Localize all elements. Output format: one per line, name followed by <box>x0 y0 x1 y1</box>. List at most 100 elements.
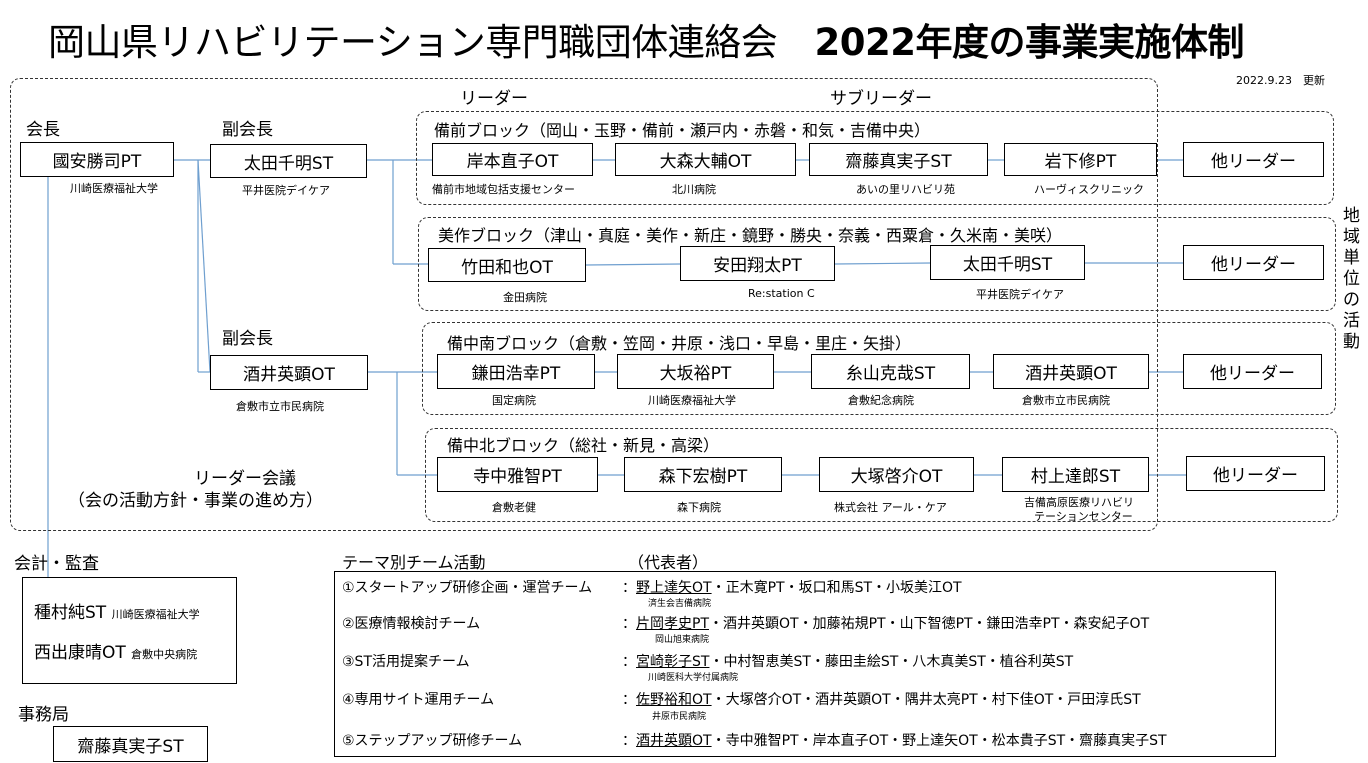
bizen-member-2: 大森大輔OT <box>615 143 796 176</box>
team-3-others: ・中村智恵美ST・藤田圭絵ST・八木真美ST・植谷利英ST <box>709 654 1074 670</box>
team-2-rep-aff: 岡山旭東病院 <box>655 635 710 645</box>
bicchu-north-other-leader: 他リーダー <box>1186 456 1325 491</box>
block-title-mimasaka: 美作ブロック（津山・真庭・美作・新庄・鏡野・勝央・奈義・西粟倉・久米南・美咲） <box>438 226 1063 245</box>
accounting-member-2-aff: 倉敷中央病院 <box>131 648 198 661</box>
leader-meeting-desc: （会の活動方針・事業の進め方） <box>68 491 323 511</box>
bicchu-north-member-1: 寺中雅智PT <box>437 457 598 492</box>
team-4-rep: 佐野裕和OT <box>636 692 712 708</box>
bizen-other-leader: 他リーダー <box>1183 142 1324 177</box>
team-2-members: ：片岡孝史PT・酒井英顕OT・加藤祐規PT・山下智徳PT・鎌田浩幸PT・森安紀子… <box>622 613 1149 633</box>
team-1-others: ・正木寛PT・坂口和馬ST・小坂美江OT <box>711 580 962 596</box>
block-frame-mimasaka <box>418 217 1336 311</box>
mimasaka-other-leader: 他リーダー <box>1183 245 1324 280</box>
block-frame-bicchu-south <box>422 322 1336 415</box>
bizen-member-1: 岸本直子OT <box>432 143 593 176</box>
vp2-label: 副会長 <box>222 329 273 349</box>
team-2-others: ・酒井英顕OT・加藤祐規PT・山下智徳PT・鎌田浩幸PT・森安紀子OT <box>709 616 1150 632</box>
leader-label: リーダー <box>460 89 528 109</box>
president-affiliation: 川崎医療福祉大学 <box>70 182 158 195</box>
mimasaka-member-3: 太田千明ST <box>930 245 1085 280</box>
bicchu-north-member-1-aff: 倉敷老健 <box>492 501 536 514</box>
team-4-name: ④専用サイト運用チーム <box>342 692 495 708</box>
bicchu-south-member-3: 糸山克哉ST <box>811 354 970 389</box>
mimasaka-member-2: 安田翔太PT <box>680 246 835 281</box>
mimasaka-member-3-aff: 平井医院デイケア <box>976 288 1064 301</box>
bicchu-south-member-1: 鎌田浩幸PT <box>437 354 595 389</box>
office-box: 齋藤真実子ST <box>53 726 208 762</box>
bicchu-south-member-1-aff: 国定病院 <box>492 394 536 407</box>
vp1-affiliation: 平井医院デイケア <box>242 184 330 197</box>
block-title-bicchu-south: 備中南ブロック（倉敷・笠岡・井原・浅口・早島・里庄・矢掛） <box>447 334 912 353</box>
team-3-rep-aff: 川崎医科大学付属病院 <box>648 673 739 683</box>
mimasaka-member-2-aff: Re:station C <box>748 287 815 300</box>
team-3-rep: 宮崎彰子ST <box>636 654 710 670</box>
team-5-rep: 酒井英顕OT <box>636 733 712 749</box>
bicchu-north-member-4: 村上達郎ST <box>1002 457 1149 492</box>
team-1-rep: 野上達矢OT <box>636 580 712 596</box>
accounting-member-1: 種村純ST 川崎医療福祉大学 <box>34 598 200 623</box>
team-2-rep: 片岡孝史PT <box>636 616 709 632</box>
bicchu-north-member-2: 森下宏樹PT <box>624 457 782 492</box>
team-3-sep: ： <box>622 654 636 670</box>
accounting-box <box>22 577 237 684</box>
office-label: 事務局 <box>18 705 69 725</box>
president-box: 國安勝司PT <box>20 142 174 177</box>
bicchu-north-member-3: 大塚啓介OT <box>819 457 974 492</box>
bicchu-south-member-3-aff: 倉敷紀念病院 <box>848 394 914 407</box>
vp1-label: 副会長 <box>222 120 273 140</box>
leader-meeting-label: リーダー会議 <box>194 469 296 489</box>
bicchu-south-other-leader: 他リーダー <box>1183 354 1322 389</box>
vp1-box: 太田千明ST <box>210 144 367 178</box>
team-3-members: ：宮崎彰子ST・中村智恵美ST・藤田圭絵ST・八木真美ST・植谷利英ST <box>622 651 1073 671</box>
team-5-name: ⑤ステップアップ研修チーム <box>342 733 523 749</box>
team-1-rep-aff: 済生会吉備病院 <box>648 599 712 609</box>
team-5-sep: ： <box>622 733 636 749</box>
team-4-others: ・大塚啓介OT・酒井英顕OT・隅井太亮PT・村下佳OT・戸田淳氏ST <box>711 692 1141 708</box>
bicchu-north-member-4-aff-2: テーションセンター <box>1034 510 1133 523</box>
page-title: 岡山県リハビリテーション専門職団体連絡会 2022年度の事業実施体制 <box>48 12 1245 66</box>
title-sub: 2022年度の事業実施体制 <box>814 21 1245 64</box>
bicchu-north-member-4-aff-1: 吉備高原医療リハビリ <box>1024 496 1134 509</box>
bicchu-south-member-4: 酒井英顕OT <box>993 354 1149 389</box>
title-main: 岡山県リハビリテーション専門職団体連絡会 <box>48 21 778 64</box>
bizen-member-4: 岩下修PT <box>1004 143 1157 176</box>
team-4-sep: ： <box>622 692 636 708</box>
team-2-name: ②医療情報検討チーム <box>342 616 481 632</box>
mimasaka-member-1-aff: 金田病院 <box>503 291 547 304</box>
regional-activity-label: 地域単位の活動 <box>1343 206 1360 352</box>
vp2-box: 酒井英顕OT <box>210 355 368 390</box>
block-frame-bicchu-north <box>425 428 1338 522</box>
bicchu-south-member-2-aff: 川崎医療福祉大学 <box>648 394 736 407</box>
accounting-member-1-name: 種村純ST <box>34 603 107 623</box>
teams-rep-heading: （代表者） <box>628 553 709 572</box>
team-2-sep: ： <box>622 616 636 632</box>
team-1-sep: ： <box>622 580 636 596</box>
bizen-member-3: 齋藤真実子ST <box>809 143 988 176</box>
team-5-others: ・寺中雅智PT・岸本直子OT・野上達矢OT・松本貴子ST・齋藤真実子ST <box>711 733 1167 749</box>
block-frame-bizen <box>416 111 1334 205</box>
bizen-member-3-aff: あいの里リハビリ苑 <box>856 183 955 196</box>
bizen-member-4-aff: ハーヴィスクリニック <box>1034 183 1144 196</box>
teams-box <box>334 571 1276 757</box>
block-title-bicchu-north: 備中北ブロック（総社・新見・高梁） <box>447 436 720 455</box>
block-title-bizen: 備前ブロック（岡山・玉野・備前・瀬戸内・赤磐・和気・吉備中央） <box>434 121 931 140</box>
updated-date: 2022.9.23 更新 <box>1236 74 1325 87</box>
leader-meeting-region <box>10 78 1158 531</box>
accounting-member-1-aff: 川崎医療福祉大学 <box>111 608 200 621</box>
accounting-member-2-name: 西出康晴OT <box>34 643 126 663</box>
teams-heading: テーマ別チーム活動 <box>342 553 486 572</box>
team-1-members: ：野上達矢OT・正木寛PT・坂口和馬ST・小坂美江OT <box>622 577 962 597</box>
bizen-member-1-aff: 備前市地域包括支援センター <box>432 183 575 196</box>
mimasaka-member-1: 竹田和也OT <box>428 248 586 282</box>
bizen-member-2-aff: 北川病院 <box>672 183 716 196</box>
team-4-members: ：佐野裕和OT・大塚啓介OT・酒井英顕OT・隅井太亮PT・村下佳OT・戸田淳氏S… <box>622 689 1141 709</box>
team-5-members: ：酒井英顕OT・寺中雅智PT・岸本直子OT・野上達矢OT・松本貴子ST・齋藤真実… <box>622 730 1167 750</box>
bicchu-south-member-4-aff: 倉敷市立市民病院 <box>1022 394 1110 407</box>
bicchu-south-member-2: 大坂裕PT <box>617 354 774 389</box>
accounting-member-2: 西出康晴OT 倉敷中央病院 <box>34 638 197 663</box>
bicchu-north-member-3-aff: 株式会社 アール・ケア <box>834 501 947 514</box>
team-1-name: ①スタートアップ研修企画・運営チーム <box>342 580 593 596</box>
team-4-rep-aff: 井原市民病院 <box>652 712 707 722</box>
vp2-affiliation: 倉敷市立市民病院 <box>236 400 324 413</box>
